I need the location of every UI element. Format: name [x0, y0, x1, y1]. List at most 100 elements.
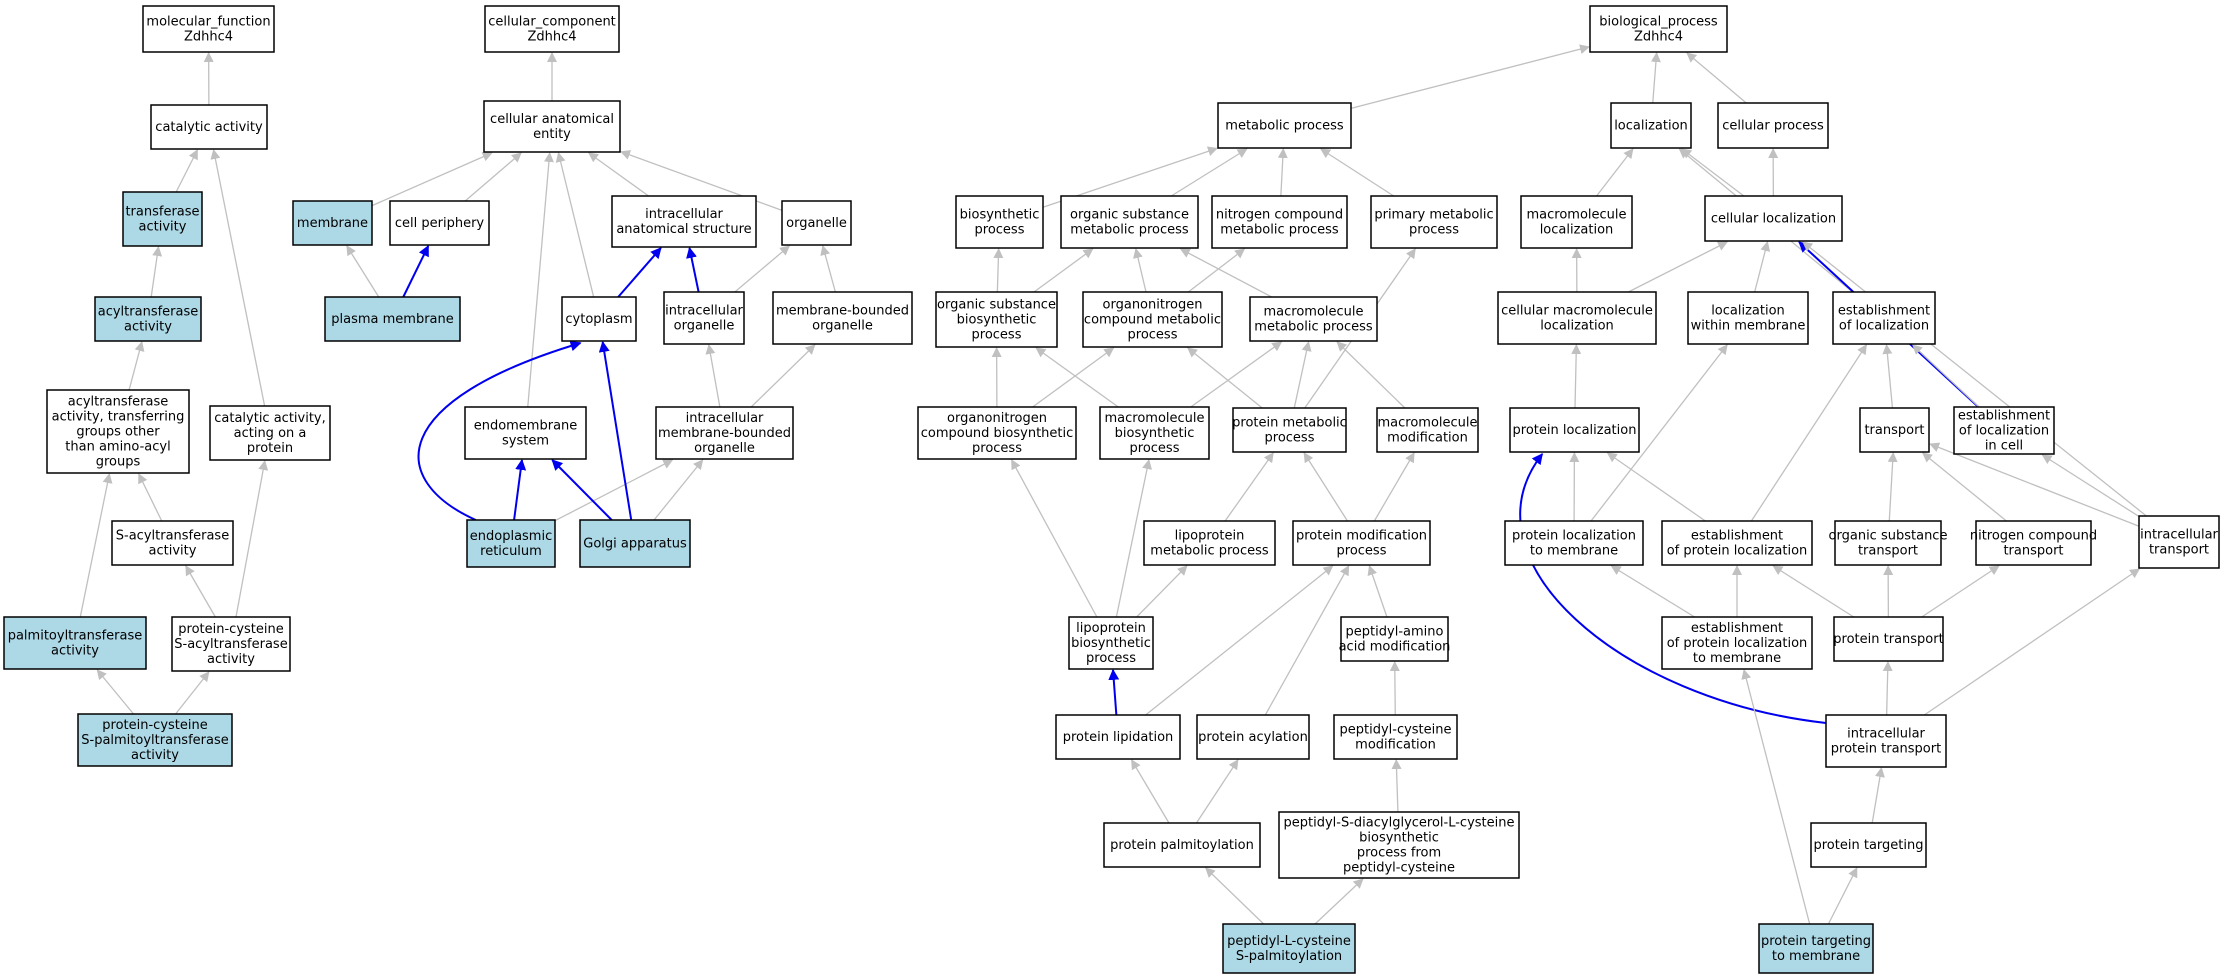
node-label-line: of localization — [1959, 424, 2049, 439]
edge-acyltransferase-to-transferase — [150, 246, 163, 298]
node-pc-s-palm[interactable]: protein-cysteineS-palmitoyltransferaseac… — [77, 713, 233, 767]
edge-intra_anat-to-anat_entity — [588, 152, 649, 197]
node-membrane[interactable]: membrane — [292, 200, 373, 246]
node-protein-lipidation[interactable]: protein lipidation — [1055, 714, 1181, 760]
node-box — [1975, 520, 2092, 566]
node-label-line: process — [1086, 651, 1136, 666]
node-label-line: system — [502, 434, 549, 449]
node-box — [209, 405, 331, 461]
edge-protein_targeting_membrane-to-est_protein_loc_membrane — [1741, 669, 1811, 925]
edge-protein_met-to-macromol_met — [1293, 341, 1312, 409]
node-box — [561, 296, 637, 342]
node-localization[interactable]: localization — [1610, 102, 1692, 149]
node-box — [1509, 407, 1640, 453]
node-box — [1589, 5, 1728, 53]
node-box — [1504, 520, 1644, 566]
node-label-line: than amino-acyl — [65, 440, 170, 455]
node-label-line: peptidyl-L-cysteine — [1227, 934, 1351, 949]
edge-intra_mb_organelle-to-mb_organelle — [750, 344, 816, 408]
node-box — [292, 200, 373, 246]
edge-est_protein_loc-to-est_loc — [1750, 344, 1867, 522]
node-label-line: catalytic activity — [155, 120, 263, 135]
node-transport[interactable]: transport — [1859, 407, 1930, 453]
node-label-line: process — [1265, 431, 1315, 446]
node-protein-loc[interactable]: protein localization — [1509, 407, 1640, 453]
node-protein-transport[interactable]: protein transport — [1833, 616, 1944, 662]
node-pc-s-acyl[interactable]: protein-cysteineS-acyltransferaseactivit… — [171, 616, 291, 672]
node-plasma-membrane[interactable]: plasma membrane — [324, 296, 461, 342]
node-peptidyl-sdag[interactable]: peptidyl-S-diacylglycerol-L-cysteinebios… — [1278, 811, 1520, 879]
node-label-line: localization — [1711, 304, 1785, 319]
node-box — [484, 5, 620, 53]
node-protein-palm[interactable]: protein palmitoylation — [1103, 822, 1261, 868]
node-label-line: activity — [51, 644, 99, 659]
node-organelle[interactable]: organelle — [781, 200, 852, 246]
node-cellular-process[interactable]: cellular process — [1717, 102, 1829, 149]
node-cytoplasm[interactable]: cytoplasm — [561, 296, 637, 342]
node-label-line: intracellular — [686, 411, 764, 426]
node-label-line: cellular localization — [1711, 212, 1836, 227]
node-cellular-loc[interactable]: cellular localization — [1704, 195, 1843, 242]
node-box — [389, 200, 490, 246]
node-catalytic-activity[interactable]: catalytic activity — [150, 104, 268, 150]
node-label-line: within membrane — [1691, 319, 1806, 334]
node-protein-targeting[interactable]: protein targeting — [1810, 822, 1927, 868]
edge-protein_lipidation-to-protein_mod — [1145, 565, 1334, 716]
node-label-line: organelle — [786, 216, 847, 231]
node-box — [150, 104, 268, 150]
node-metabolic[interactable]: metabolic process — [1217, 102, 1352, 149]
node-label-line: intracellular — [665, 304, 743, 319]
node-protein-acylation[interactable]: protein acylation — [1196, 714, 1310, 760]
node-label-line: protein transport — [1833, 632, 1943, 647]
node-cell-periphery[interactable]: cell periphery — [389, 200, 490, 246]
node-golgi[interactable]: Golgi apparatus — [579, 519, 691, 568]
edge-cytoplasm-to-intra_anat — [617, 247, 662, 298]
